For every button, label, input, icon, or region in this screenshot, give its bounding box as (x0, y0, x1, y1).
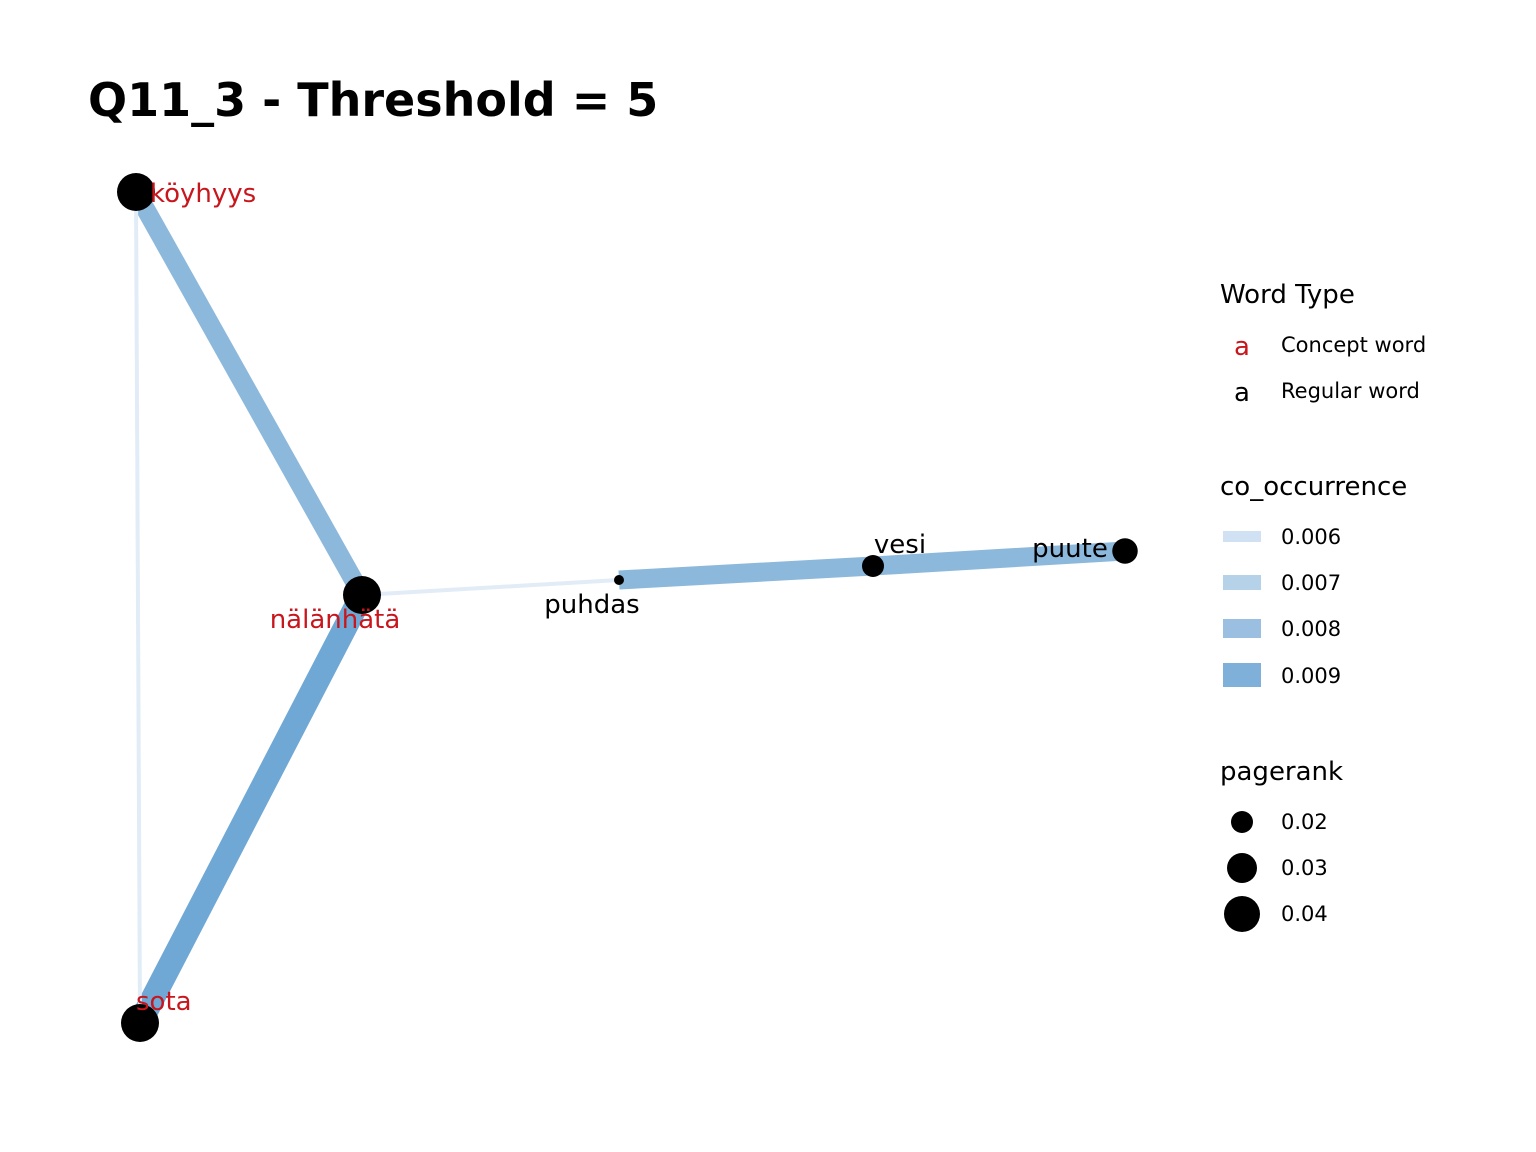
legend-pagerank-key-0 (1231, 811, 1253, 833)
node-puute (1112, 538, 1138, 564)
legend-word-type-label-concept: Concept word (1281, 333, 1426, 357)
legend-pagerank-label-0: 0.02 (1281, 810, 1328, 834)
diagram-title: Q11_3 - Threshold = 5 (88, 73, 658, 127)
node-puhdas (614, 575, 624, 585)
legend-pagerank-label-1: 0.03 (1281, 856, 1328, 880)
edge-nalanhata-sota (129, 589, 373, 1029)
legend-word-type-key-concept: a (1234, 332, 1250, 362)
node-label-puhdas: puhdas (544, 590, 639, 620)
node-label-sota: sota (136, 987, 192, 1017)
edge-puhdas-vesi (618, 556, 874, 590)
legend-word-type-key-regular: a (1234, 378, 1250, 408)
edge-layer (127, 187, 1126, 1029)
legend-pagerank-key-1 (1227, 853, 1257, 883)
legend-co-occurrence-key-0 (1223, 531, 1261, 542)
legend-pagerank-label-2: 0.04 (1281, 902, 1328, 926)
edge-koyhyys-nalanhata (127, 187, 371, 600)
legend-co-occurrence-label-3: 0.009 (1281, 664, 1341, 688)
legend-co-occurrence-title: co_occurrence (1220, 472, 1407, 502)
legend-co-occurrence-label-2: 0.008 (1281, 617, 1341, 641)
legend-pagerank-key-2 (1224, 896, 1260, 932)
node-koyhyys (117, 173, 155, 211)
edge-koyhyys-sota (134, 191, 142, 1024)
node-layer (117, 173, 1138, 1042)
node-label-koyhyys: köyhyys (150, 179, 256, 209)
node-label-layer: köyhyys nälänhätä sota puhdas vesi puute (136, 179, 1108, 1017)
legend-co-occurrence-key-3 (1223, 663, 1261, 687)
legend: Word Type a Concept word a Regular word … (1220, 280, 1426, 932)
legend-word-type-label-regular: Regular word (1281, 379, 1420, 403)
legend-co-occurrence-label-1: 0.007 (1281, 571, 1341, 595)
node-sota (121, 1004, 159, 1042)
node-nalanhata (343, 576, 381, 614)
legend-pagerank-title: pagerank (1220, 757, 1343, 787)
legend-co-occurrence-label-0: 0.006 (1281, 525, 1341, 549)
legend-co-occurrence-key-2 (1223, 619, 1261, 638)
node-label-vesi: vesi (874, 530, 926, 560)
edge-vesi-puute (872, 541, 1126, 576)
legend-co-occurrence-key-1 (1223, 575, 1261, 590)
legend-word-type-title: Word Type (1220, 280, 1355, 310)
node-label-puute: puute (1032, 534, 1108, 564)
node-vesi (862, 555, 884, 577)
node-label-nalanhata: nälänhätä (270, 605, 401, 635)
edge-nalanhata-puhdas (361, 578, 620, 597)
